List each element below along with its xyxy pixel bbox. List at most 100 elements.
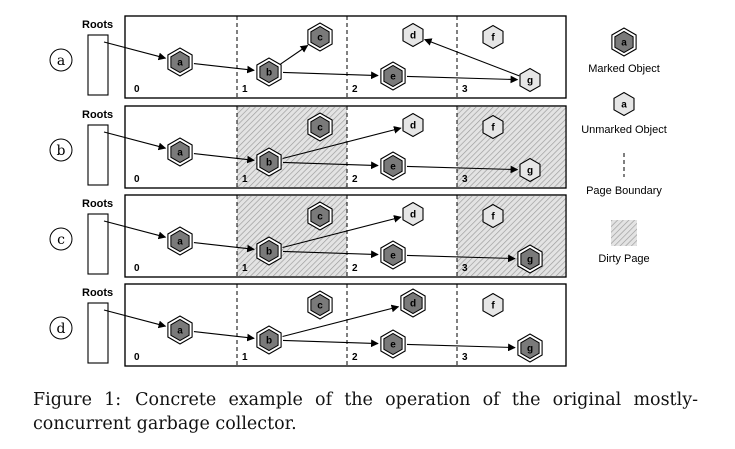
- edge-g-d: [423, 38, 520, 77]
- page-number-0: 0: [134, 263, 140, 274]
- node-c-label: c: [317, 212, 323, 223]
- page-number-2: 2: [352, 263, 358, 274]
- edge-b-d: [282, 126, 402, 160]
- edge-roots-a: [103, 41, 167, 61]
- edge-roots-a: [103, 131, 167, 151]
- caption-text: Concrete example of the operation of the…: [33, 390, 698, 434]
- page-number-2: 2: [352, 84, 358, 95]
- svg-text:b: b: [57, 143, 66, 159]
- node-e-label: e: [390, 340, 396, 351]
- legend-marked-label: Marked Object: [588, 63, 660, 75]
- page-number-1: 1: [242, 84, 248, 95]
- node-d-label: d: [410, 31, 416, 42]
- node-c-label: c: [317, 123, 323, 134]
- node-b: b: [256, 236, 282, 266]
- edges: [103, 304, 516, 352]
- page-number-1: 1: [242, 352, 248, 363]
- legend-boundary-label: Page Boundary: [586, 185, 662, 197]
- page-number-0: 0: [134, 84, 140, 95]
- node-e: e: [380, 61, 406, 91]
- node-e: e: [380, 151, 406, 181]
- edge-roots-a: [103, 220, 167, 240]
- node-b-label: b: [266, 158, 272, 169]
- page-number-2: 2: [352, 352, 358, 363]
- node-d: d: [402, 22, 424, 48]
- page-number-0: 0: [134, 352, 140, 363]
- node-g: g: [519, 157, 541, 183]
- roots-box: [87, 213, 109, 275]
- node-f-label: f: [491, 33, 495, 44]
- panel-a-label: a: [49, 48, 73, 72]
- legend-unmarked-icon: a: [613, 91, 635, 117]
- edge-a-b: [193, 63, 255, 74]
- node-g: g: [519, 67, 541, 93]
- node-g-label: g: [527, 166, 533, 177]
- node-f-label: f: [491, 123, 495, 134]
- edge-b-d: [282, 304, 400, 338]
- legend-unmarked-label: Unmarked Object: [581, 124, 667, 136]
- edge-b-e: [282, 161, 379, 170]
- edge-a-b: [193, 242, 255, 253]
- node-a-label: a: [177, 148, 183, 159]
- node-d-label: d: [410, 299, 416, 310]
- node-d: d: [402, 201, 424, 227]
- edge-e-g: [406, 343, 516, 352]
- node-g-label: g: [527, 255, 533, 266]
- node-f: f: [482, 203, 504, 229]
- edge-e-g: [406, 165, 519, 174]
- node-c: c: [307, 201, 333, 231]
- legend-dirty-label: Dirty Page: [598, 253, 649, 265]
- legend-marked-icon-label: a: [621, 38, 627, 49]
- node-b: b: [256, 325, 282, 355]
- edge-a-b: [193, 331, 255, 342]
- page-number-1: 1: [242, 174, 248, 185]
- node-c: c: [307, 112, 333, 142]
- node-g: g: [517, 333, 543, 363]
- node-a-label: a: [177, 58, 183, 69]
- edge-b-c: [280, 45, 309, 65]
- dirty-page-3: [457, 107, 566, 187]
- node-c: c: [307, 290, 333, 320]
- legend-unmarked-icon-label: a: [621, 100, 627, 111]
- node-g-label: g: [527, 344, 533, 355]
- svg-text:a: a: [57, 53, 65, 69]
- node-a: a: [167, 47, 193, 77]
- roots-box: [87, 34, 109, 96]
- edge-e-g: [406, 75, 519, 84]
- node-c-label: c: [317, 33, 323, 44]
- roots-label: Roots: [82, 198, 113, 210]
- page-number-2: 2: [352, 174, 358, 185]
- panel-d-label: d: [49, 316, 73, 340]
- node-c: c: [307, 22, 333, 52]
- legend-marked-icon: a: [611, 27, 637, 57]
- figure-caption: Figure 1:Concrete example of the operati…: [33, 388, 698, 436]
- node-g-label: g: [527, 76, 533, 87]
- svg-text:d: d: [57, 321, 66, 337]
- panel-b-label: b: [49, 138, 73, 162]
- node-f: f: [482, 292, 504, 318]
- node-a-label: a: [177, 326, 183, 337]
- page-number-3: 3: [462, 352, 468, 363]
- node-b-label: b: [266, 336, 272, 347]
- panel-c-label: c: [49, 227, 73, 251]
- roots-label: Roots: [82, 109, 113, 121]
- node-d-label: d: [410, 210, 416, 221]
- node-e: e: [380, 240, 406, 270]
- edge-b-d: [282, 215, 402, 249]
- edge-a-b: [193, 153, 255, 164]
- page-number-1: 1: [242, 263, 248, 274]
- node-b: b: [256, 57, 282, 87]
- edges: [103, 38, 520, 84]
- edge-b-e: [282, 339, 379, 348]
- node-c-label: c: [317, 301, 323, 312]
- node-d: d: [402, 112, 424, 138]
- node-a: a: [167, 315, 193, 345]
- node-d: d: [400, 288, 426, 318]
- node-a: a: [167, 137, 193, 167]
